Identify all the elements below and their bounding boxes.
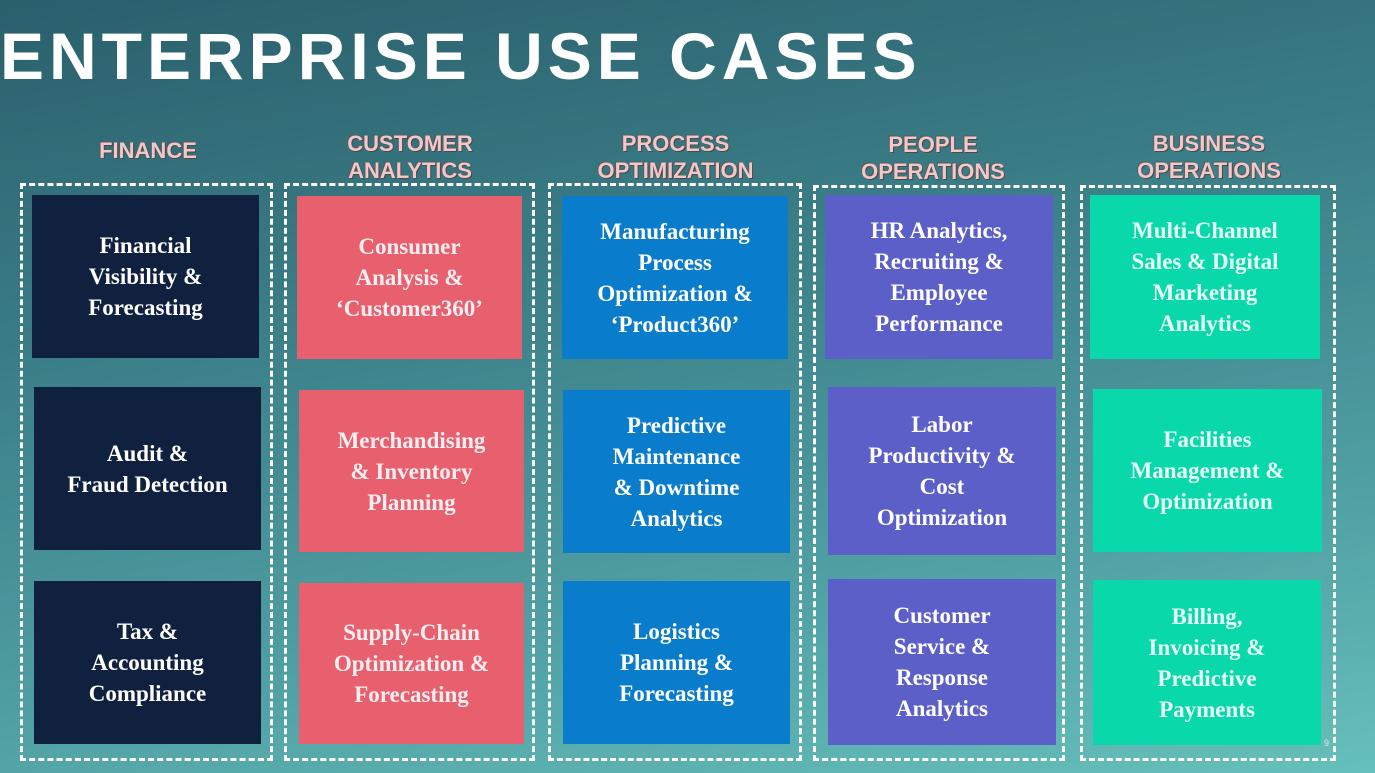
card-customer-service: Customer Service & Response Analytics bbox=[828, 579, 1056, 745]
card-multichannel-sales: Multi-Channel Sales & Digital Marketing … bbox=[1090, 195, 1320, 359]
card-supply-chain: Supply-Chain Optimization & Forecasting bbox=[299, 583, 524, 744]
column-heading-process-optimization: PROCESS OPTIMIZATION bbox=[597, 131, 754, 183]
card-logistics-planning: Logistics Planning & Forecasting bbox=[563, 581, 790, 744]
column-frame-process-optimization bbox=[548, 183, 802, 761]
slide-title: ENTERPRISE USE CASES bbox=[0, 19, 922, 93]
column-frame-business-operations bbox=[1080, 185, 1336, 761]
page-number: 9 bbox=[1323, 738, 1329, 748]
card-merchandising: Merchandising & Inventory Planning bbox=[299, 390, 524, 552]
column-frame-people-operations bbox=[813, 185, 1065, 761]
card-manufacturing-process: Manufacturing Process Optimization & ‘Pr… bbox=[562, 196, 788, 359]
column-heading-finance: FINANCE bbox=[99, 138, 197, 163]
column-heading-people-operations: PEOPLE OPERATIONS bbox=[861, 132, 1005, 184]
column-frame-finance bbox=[20, 183, 273, 761]
card-financial-visibility: Financial Visibility & Forecasting bbox=[32, 195, 259, 358]
card-labor-productivity: Labor Productivity & Cost Optimization bbox=[828, 387, 1056, 555]
card-hr-analytics: HR Analytics, Recruiting & Employee Perf… bbox=[825, 195, 1053, 359]
card-facilities-management: Facilities Management & Optimization bbox=[1093, 389, 1322, 552]
card-tax-accounting: Tax & Accounting Compliance bbox=[34, 581, 261, 744]
card-predictive-maintenance: Predictive Maintenance & Downtime Analyt… bbox=[563, 390, 790, 553]
card-billing-invoicing: Billing, Invoicing & Predictive Payments bbox=[1093, 580, 1321, 745]
column-heading-customer-analytics: CUSTOMER ANALYTICS bbox=[347, 131, 473, 183]
card-audit-fraud: Audit & Fraud Detection bbox=[34, 387, 261, 550]
column-heading-business-operations: BUSINESS OPERATIONS bbox=[1137, 131, 1281, 183]
column-frame-customer-analytics bbox=[284, 183, 535, 761]
card-consumer-analysis: Consumer Analysis & ‘Customer360’ bbox=[297, 196, 522, 359]
